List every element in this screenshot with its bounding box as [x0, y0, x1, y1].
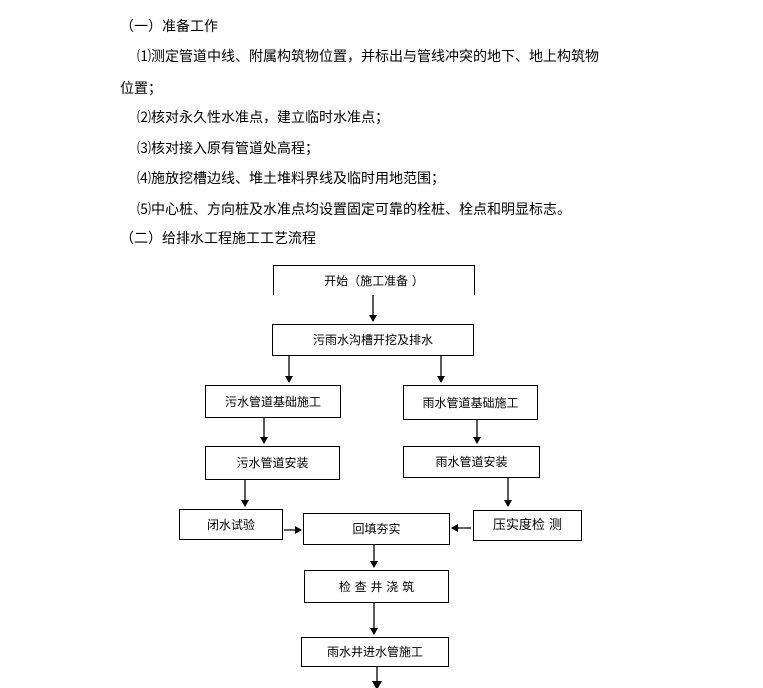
prep-item-5: ⑸中心桩、方向桩及水准点均设置固定可靠的栓桩、栓点和明显标志。 [137, 202, 571, 218]
flow-rain-base: 雨水管道基础施工 [403, 385, 538, 420]
flow-sewage-install: 污水管道安装 [205, 446, 340, 480]
prep-item-1: ⑴测定管道中线、附属构筑物位置，并标出与管线冲突的地下、地上构筑物 [137, 49, 599, 65]
flow-rain-inlet: 雨水井进水管施工 [301, 637, 449, 667]
flow-closed-water-test: 闭水试验 [179, 509, 283, 540]
flow-well-casting: 检 查 井 浇 筑 [304, 570, 449, 603]
prep-item-1-cont: 位置； [120, 81, 162, 97]
flow-rain-install: 雨水管道安装 [403, 446, 540, 478]
section2-heading: （二）给排水工程施工工艺流程 [120, 231, 316, 247]
section1-heading: （一）准备工作 [120, 19, 218, 35]
flow-sewage-base: 污水管道基础施工 [205, 385, 341, 418]
flow-backfill: 回填夯实 [303, 513, 450, 545]
prep-item-2: ⑵核对永久性水准点，建立临时水准点； [137, 110, 389, 126]
prep-item-3: ⑶核对接入原有管道处高程； [137, 141, 319, 157]
flow-compaction-test: 压实度检 测 [473, 510, 582, 541]
flow-start: 开始（施工准备 ） [273, 265, 475, 295]
flow-trench: 污雨水沟槽开挖及排水 [272, 324, 474, 356]
prep-item-4: ⑷施放挖槽边线、堆土堆料界线及临时用地范围； [137, 171, 445, 187]
